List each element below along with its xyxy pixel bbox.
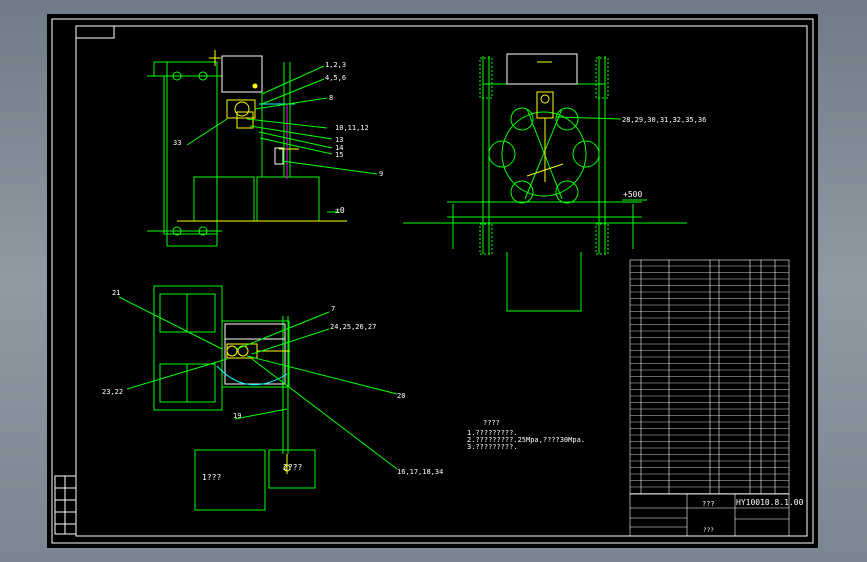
drawing-number: HY10010.8.1.00 (736, 498, 804, 507)
callout-4-5-6: 4,5,6 (325, 74, 346, 82)
callout-23-22: 23,22 (102, 388, 123, 396)
parts-list-rows (630, 265, 789, 494)
sheet-outer-frame (51, 18, 814, 544)
side-elevation-view[interactable]: 1,2,3 4,5,6 8 10,11,12 13 14 15 9 33 ±0 (147, 50, 383, 247)
callout-8: 8 (329, 94, 333, 102)
cad-drawing-viewport[interactable]: 1,2,3 4,5,6 8 10,11,12 13 14 15 9 33 ±0 (47, 14, 818, 548)
callout-14: 14 (335, 144, 343, 152)
callout-20: 20 (397, 392, 405, 400)
callout-13: 13 (335, 136, 343, 144)
title-block[interactable] (629, 493, 790, 537)
callout-19: 19 (233, 412, 241, 420)
corner-label-box (75, 25, 115, 39)
left-revision-strip (54, 475, 77, 535)
callout-28-36: 28,29,30,31,32,35,36 (622, 116, 706, 124)
box-label-1: 1??? (202, 473, 221, 482)
callout-33: 33 (173, 139, 181, 147)
callout-15: 15 (335, 151, 343, 159)
parts-list[interactable] (629, 259, 790, 495)
callout-21: 21 (112, 289, 120, 297)
level-zero-label: ±0 (335, 206, 345, 215)
box-label-2: 2??? (283, 463, 302, 472)
note-3: 3.?????????. (467, 443, 518, 451)
callout-24-27: 24,25,26,27 (330, 323, 376, 331)
note-2: 2.?????????.25Mpa,????30Mpa. (467, 436, 585, 444)
callout-7: 7 (331, 305, 335, 313)
callout-10-11-12: 10,11,12 (335, 124, 369, 132)
plan-view[interactable]: 21 7 24,25,26,27 23,22 20 19 16,17,18,34… (102, 285, 443, 511)
technical-notes: ???? 1.?????????. 2.?????????.25Mpa,????… (467, 419, 585, 451)
notes-title: ???? (483, 419, 500, 427)
callout-16-34: 16,17,18,34 (397, 468, 443, 476)
note-1: 1.?????????. (467, 429, 518, 437)
title-bottom-text: ??? (703, 527, 714, 534)
level-500-label: +500 (623, 190, 642, 199)
callout-1-2-3: 1,2,3 (325, 61, 346, 69)
callout-9: 9 (379, 170, 383, 178)
drawing-name: ??? (702, 500, 715, 508)
sheet-inner-frame (75, 25, 808, 537)
front-elevation-view[interactable]: 28,29,30,31,32,35,36 +500 (403, 53, 706, 312)
